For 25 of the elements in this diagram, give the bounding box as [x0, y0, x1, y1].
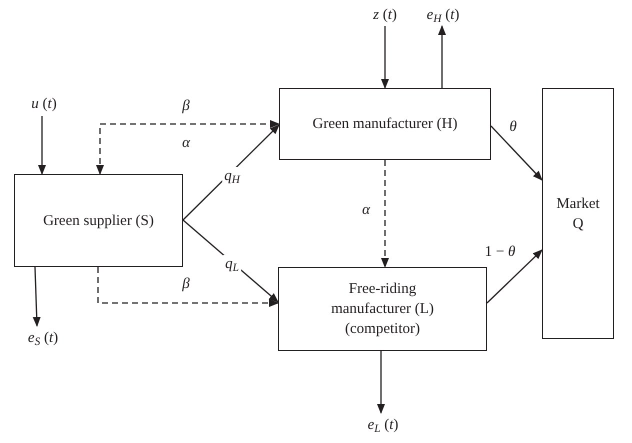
- process-box: Green supplier (S): [14, 174, 183, 267]
- variable-label: e$_{S}$ (t): [18, 326, 68, 350]
- variable-label: u (t): [22, 92, 66, 116]
- arrow: [38, 116, 46, 175]
- arrow: [32, 266, 41, 327]
- dashed-arrow: [381, 160, 389, 268]
- edge-label: q$_{L}$: [223, 255, 241, 273]
- arrow: [381, 26, 389, 89]
- arrow: [182, 124, 280, 220]
- process-box: Free-riding manufacturer (L) (competitor): [278, 267, 487, 351]
- arrow: [377, 351, 385, 414]
- arrow: [438, 25, 446, 88]
- dashed-arrow: [96, 120, 280, 175]
- variable-label: z (t): [362, 4, 408, 26]
- process-box: Market Q: [542, 88, 614, 339]
- edge-label: q$_{H}$: [222, 167, 242, 185]
- variable-label: e$_{L}$ (t): [358, 413, 408, 437]
- dashed-arrow: [97, 267, 279, 307]
- arrow: [490, 126, 543, 181]
- arrow: [182, 220, 279, 303]
- edge-label: β: [180, 275, 192, 293]
- edge-label: β: [180, 97, 192, 115]
- process-box: Green manufacturer (H): [279, 88, 491, 160]
- arrow: [486, 249, 543, 304]
- variable-label: e$_{H}$ (t): [418, 4, 468, 26]
